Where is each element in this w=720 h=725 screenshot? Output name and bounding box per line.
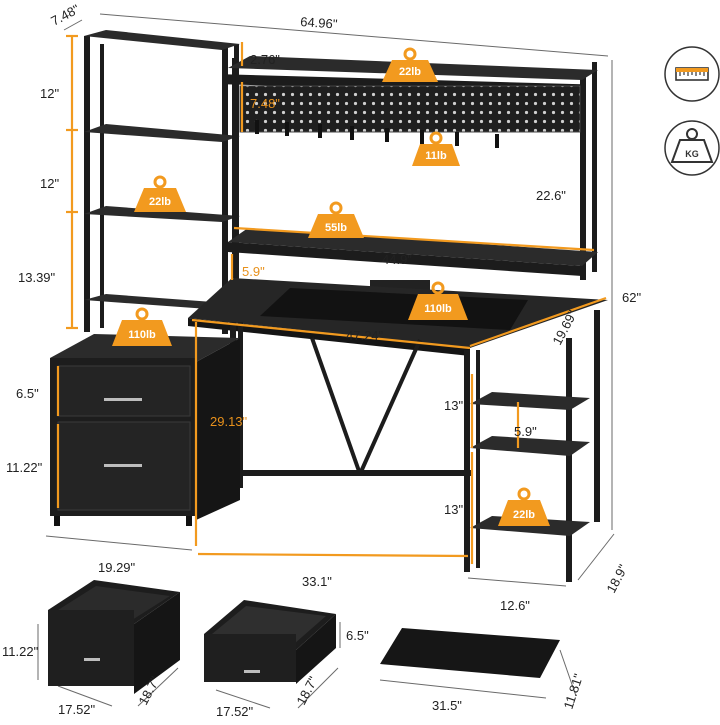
svg-text:29.13": 29.13" xyxy=(210,414,248,429)
weight-badge-pegboard: 11lb xyxy=(412,131,460,166)
kettlebell-weight-icon: KG xyxy=(664,120,720,176)
svg-text:64.96": 64.96" xyxy=(300,14,338,32)
right-shelf-unit xyxy=(464,338,590,582)
svg-text:7.48": 7.48" xyxy=(48,1,82,28)
svg-text:12.6": 12.6" xyxy=(500,598,530,613)
svg-text:11lb: 11lb xyxy=(425,150,447,162)
svg-text:18.9": 18.9" xyxy=(603,562,630,596)
weight-badge-left-shelf: 22lb xyxy=(134,175,186,212)
svg-text:31.5": 31.5" xyxy=(432,698,462,713)
svg-text:62": 62" xyxy=(622,290,641,305)
svg-text:19.29": 19.29" xyxy=(98,560,136,575)
weight-badge-desktop: 110lb xyxy=(408,281,468,320)
weight-badge-cabinet: 110lb xyxy=(112,307,172,346)
svg-text:5.9": 5.9" xyxy=(242,264,265,279)
fabric-drawer-small xyxy=(204,600,336,684)
svg-text:17.52": 17.52" xyxy=(58,702,96,717)
weight-badge-hutch-shelf: 55lb xyxy=(308,201,364,238)
svg-text:13": 13" xyxy=(444,398,463,413)
power-strip xyxy=(370,280,430,290)
svg-text:12": 12" xyxy=(40,86,59,101)
svg-text:44.9": 44.9" xyxy=(382,252,412,267)
fabric-drawer-large xyxy=(48,580,180,694)
svg-text:7.48": 7.48" xyxy=(250,96,280,111)
svg-text:47.24": 47.24" xyxy=(346,328,384,343)
svg-text:2.76": 2.76" xyxy=(250,52,280,67)
svg-text:33.1": 33.1" xyxy=(302,574,332,589)
svg-text:11.22": 11.22" xyxy=(6,460,43,475)
svg-text:22lb: 22lb xyxy=(399,66,421,78)
svg-text:11.81": 11.81" xyxy=(561,672,587,711)
file-cabinet xyxy=(50,334,240,526)
desk-mat-accessory xyxy=(380,628,560,678)
svg-text:110lb: 110lb xyxy=(128,329,156,341)
svg-text:55lb: 55lb xyxy=(325,222,347,234)
desktop xyxy=(188,278,608,522)
svg-text:KG: KG xyxy=(685,149,699,159)
svg-text:6.5": 6.5" xyxy=(16,386,39,401)
weight-badges: 22lb 11lb 22lb 55lb 110lb 110lb xyxy=(112,47,550,526)
svg-text:13.39": 13.39" xyxy=(18,270,56,285)
svg-text:11.22": 11.22" xyxy=(2,644,39,659)
svg-text:5.9": 5.9" xyxy=(514,424,537,439)
dimension-lines xyxy=(37,13,615,709)
svg-text:22.6": 22.6" xyxy=(536,188,566,203)
hutch xyxy=(228,56,598,290)
svg-text:13": 13" xyxy=(444,502,463,517)
pegboard xyxy=(239,85,581,133)
weight-badge-top-shelf: 22lb xyxy=(382,47,438,82)
svg-text:22lb: 22lb xyxy=(149,196,171,208)
svg-text:22lb: 22lb xyxy=(513,509,535,521)
measuring-tape-icon xyxy=(664,46,720,102)
svg-text:6.5": 6.5" xyxy=(346,628,369,643)
weight-badge-right-shelf: 22lb xyxy=(498,487,550,526)
orange-dimension-lines xyxy=(56,34,607,564)
svg-text:110lb: 110lb xyxy=(424,303,452,315)
svg-text:12": 12" xyxy=(40,176,59,191)
svg-text:17.52": 17.52" xyxy=(216,704,254,719)
left-shelf-unit xyxy=(84,30,240,334)
